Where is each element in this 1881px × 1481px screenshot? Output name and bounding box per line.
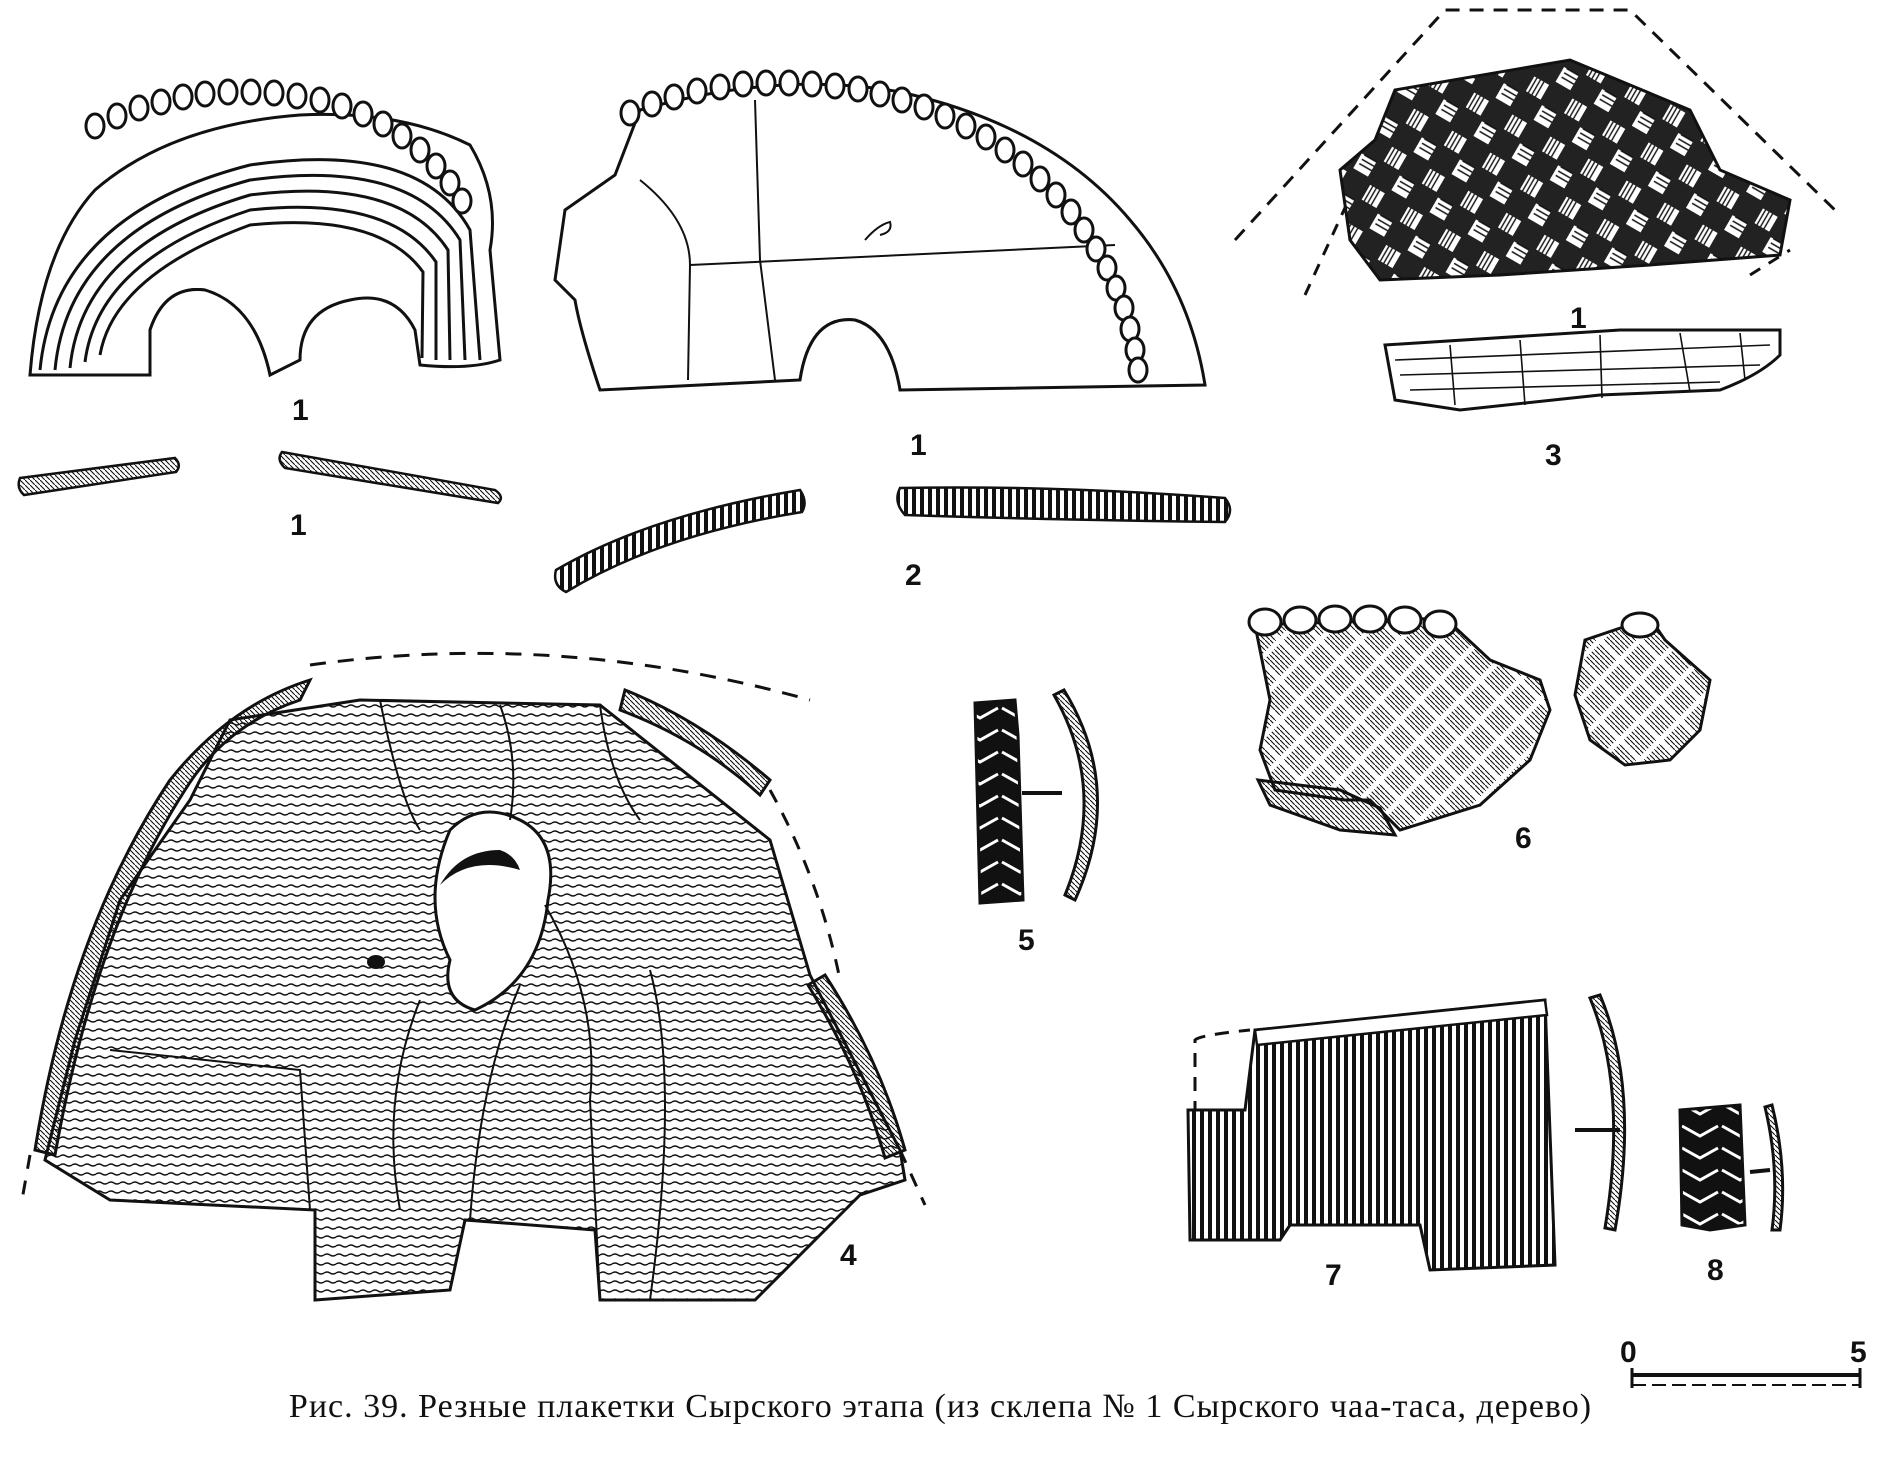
figure-4-number: 4 [840,1239,857,1272]
figure-1-section-mark: 1 [290,509,307,542]
figure-2-plaquette [553,69,1232,594]
scale-bar-start: 0 [1620,1336,1637,1369]
figure-2-drawing-mark: 1 [910,429,927,462]
figure-5-plaquette [973,688,1100,905]
scale-bar-end: 5 [1850,1336,1867,1369]
figure-3-plaquette [1233,8,1842,412]
figure-7-plaquette [1186,993,1627,1272]
figure-2-cross-sections [553,486,1232,594]
figure-1-plaquette [17,78,503,505]
figure-3-drawing-mark: 1 [1570,302,1587,335]
figure-3-number: 3 [1545,439,1562,472]
figure-6-plaquette [1247,604,1712,837]
figure-2-number: 2 [905,559,922,592]
figure-caption: Рис. 39. Резные плакетки Сырского этапа … [288,1388,1593,1425]
figure-5-number: 5 [1018,924,1035,957]
figure-7-number: 7 [1325,1259,1342,1292]
figure-4-plaquette [20,651,927,1302]
figure-1-cross-sections [17,450,503,505]
figure-8-number: 8 [1707,1254,1724,1287]
figure-6-number: 6 [1515,822,1532,855]
figure-1-drawing-mark: 1 [292,394,309,427]
figure-8-plaquette [1678,1103,1785,1232]
scale-bar: 0 5 [1620,1336,1867,1388]
